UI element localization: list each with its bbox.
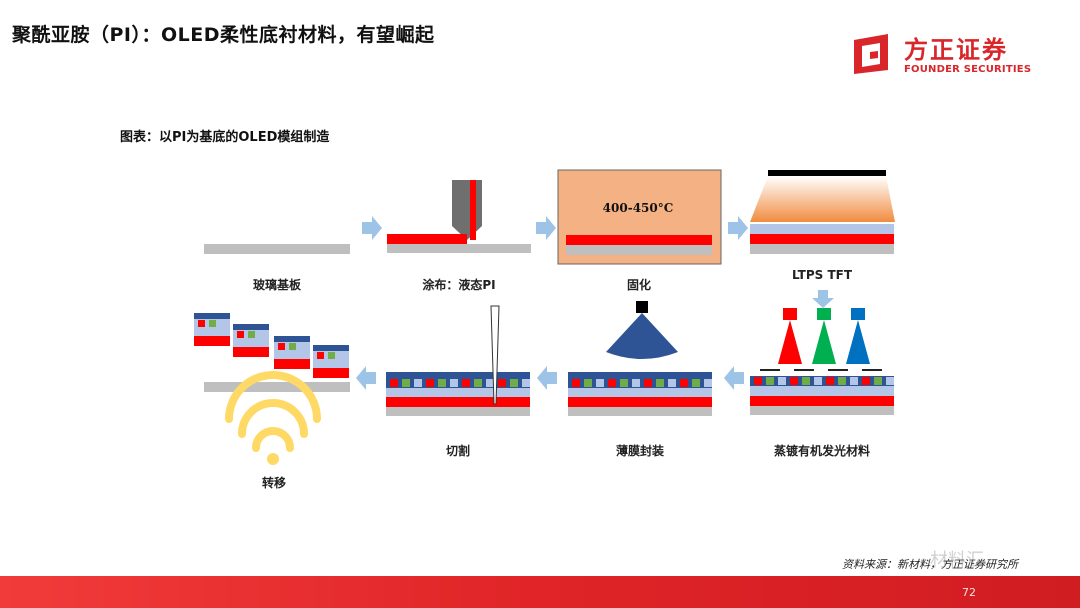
laser-waves-icon <box>225 371 321 465</box>
logo-name-en: FOUNDER SECURITIES <box>904 64 1032 75</box>
step-thin-film-encapsulation <box>568 301 712 416</box>
slide-title: 聚酰亚胺（PI）：OLED柔性底衬材料，有望崛起 <box>12 24 435 46</box>
flow-arrow-1-icon <box>362 216 382 240</box>
figure-title: 图表：以PI为基底的OLED模组制造 <box>120 130 330 145</box>
page-number: 72 <box>962 586 976 599</box>
step-transfer <box>194 313 350 465</box>
flow-arrow-5-icon <box>537 366 557 390</box>
step-curing-oven: 400-450°C <box>557 169 722 265</box>
step-label-coating: 涂布：液态PI <box>422 278 496 292</box>
step-label-curing: 固化 <box>626 278 651 292</box>
step-ltps-tft <box>750 170 895 254</box>
watermark: 材料汇 <box>930 550 984 571</box>
step-label-transfer: 转移 <box>261 476 286 490</box>
flow-arrow-2-icon <box>536 216 556 240</box>
curing-temperature: 400-450°C <box>603 201 674 215</box>
flow-arrow-4-icon <box>724 366 744 390</box>
step-label-glass: 玻璃基板 <box>252 278 301 292</box>
founder-logo-icon <box>854 34 888 74</box>
logo-name-cn: 方正证券 <box>904 36 1008 64</box>
step-glass-substrate <box>204 244 350 254</box>
step-label-encapsulation: 薄膜封装 <box>615 444 664 458</box>
step-cutting <box>386 305 530 416</box>
footer-bar <box>0 576 1080 608</box>
step-label-ltps: LTPS TFT <box>791 268 853 282</box>
step-label-evaporation: 蒸镀有机发光材料 <box>773 444 870 458</box>
flow-arrow-down-icon <box>812 290 834 308</box>
step-pi-coating <box>387 180 531 253</box>
oled-process-diagram: 400-450°C <box>194 169 895 465</box>
step-label-cutting: 切割 <box>445 444 470 458</box>
flow-arrow-3-icon <box>728 216 748 240</box>
flow-arrow-6-icon <box>356 366 376 390</box>
step-evaporation <box>750 308 894 415</box>
source-note: 资料来源：新材料，方正证券研究所 <box>842 558 1018 571</box>
